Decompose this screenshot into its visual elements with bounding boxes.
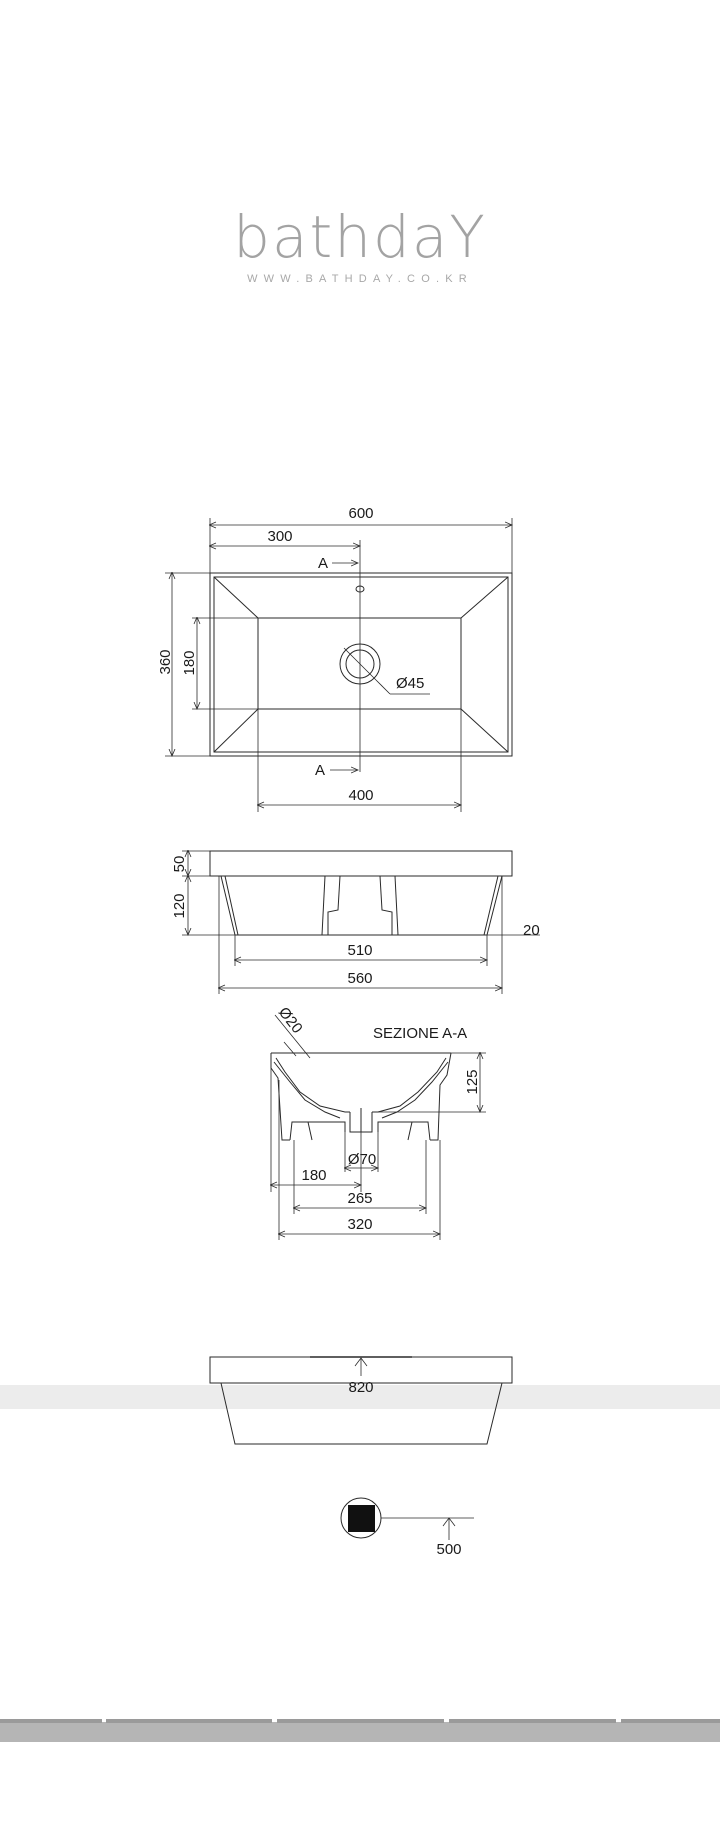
dim-section-180: 180 xyxy=(301,1167,326,1184)
dim-360: 360 xyxy=(157,649,174,674)
dim-120: 120 xyxy=(171,893,188,918)
section-mark-top: A xyxy=(318,555,328,572)
section-mark-bottom: A xyxy=(315,762,325,779)
dim-820: 820 xyxy=(348,1379,373,1396)
front-view: 50 120 20 510 560 xyxy=(171,851,540,994)
dim-300: 300 xyxy=(267,528,292,545)
bottom-view: 820 xyxy=(209,1356,513,1445)
dim-500: 500 xyxy=(436,1541,461,1558)
bottom-body xyxy=(220,1382,503,1445)
dim-560: 560 xyxy=(347,970,372,987)
logo-wordmark: bathdaY xyxy=(233,203,487,271)
dim-section-265: 265 xyxy=(347,1190,372,1207)
front-body xyxy=(220,875,503,936)
top-view: 600 300 A A 360 180 Ø45 400 xyxy=(157,505,512,812)
dim-180: 180 xyxy=(181,650,198,675)
brand-logo: bathdaY WWW.BATHDAY.CO.KR xyxy=(0,205,720,285)
overflow-hole xyxy=(355,585,365,593)
drain-outer xyxy=(339,643,381,685)
dim-drain: Ø45 xyxy=(396,675,424,692)
basin-bowl-floor xyxy=(257,617,462,710)
front-rim xyxy=(209,850,513,877)
dim-outlet: Ø70 xyxy=(348,1151,376,1168)
basin-outer-rim xyxy=(209,572,513,757)
dim-20: 20 xyxy=(523,922,540,939)
basin-inner-rim xyxy=(213,576,509,753)
drain-inner xyxy=(345,649,375,679)
dim-50: 50 xyxy=(171,856,188,873)
dim-125: 125 xyxy=(464,1069,481,1094)
highlight-band xyxy=(0,1385,720,1409)
section-title: SEZIONE A-A xyxy=(373,1025,467,1042)
dim-section-320: 320 xyxy=(347,1216,372,1233)
dim-600: 600 xyxy=(348,505,373,522)
drain-detail-square xyxy=(348,1505,375,1532)
section-view: SEZIONE A-A Ø20 125 Ø70 180 xyxy=(271,1004,486,1240)
dim-510: 510 xyxy=(347,942,372,959)
drain-detail: 500 xyxy=(340,1497,474,1558)
footer-bar xyxy=(0,1719,720,1742)
dim-400: 400 xyxy=(348,787,373,804)
logo-url: WWW.BATHDAY.CO.KR xyxy=(247,273,473,285)
